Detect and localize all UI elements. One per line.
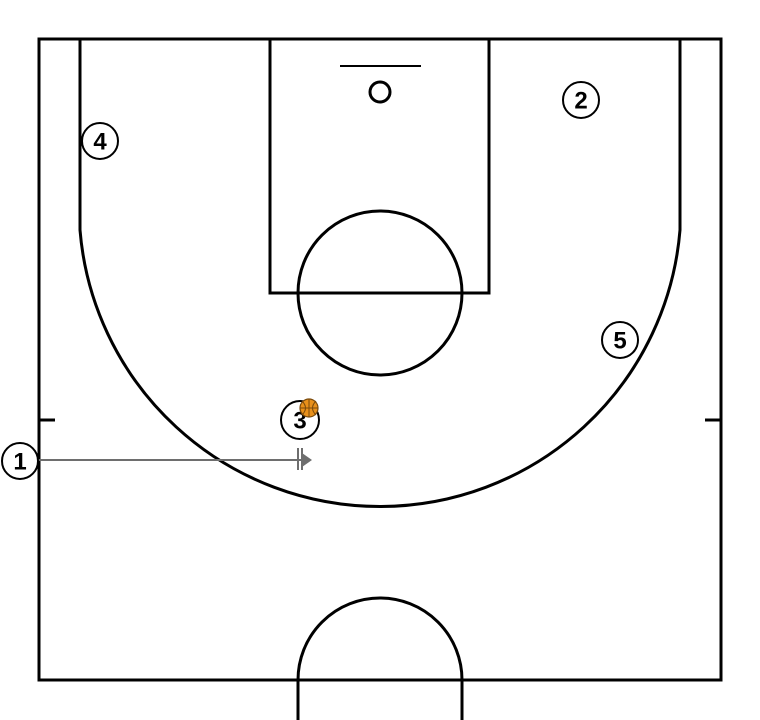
center-circle: [296, 596, 464, 720]
player-label: 2: [574, 88, 587, 115]
player-label: 5: [613, 328, 626, 355]
movement-arrow-1: [38, 448, 312, 470]
player-2: 2: [562, 81, 600, 119]
paint-key: [268, 37, 491, 295]
player-4: 4: [81, 122, 119, 160]
player-5: 5: [601, 321, 639, 359]
arrowhead: [302, 453, 312, 467]
court-boundary: [37, 37, 723, 682]
player-label: 1: [13, 449, 26, 476]
player-label: 4: [93, 129, 107, 156]
three-point-line: [78, 39, 682, 508]
player-1: 1: [1, 442, 39, 480]
rim: [368, 80, 392, 104]
free-throw-circle: [296, 209, 464, 377]
basketball-icon: [299, 398, 319, 418]
